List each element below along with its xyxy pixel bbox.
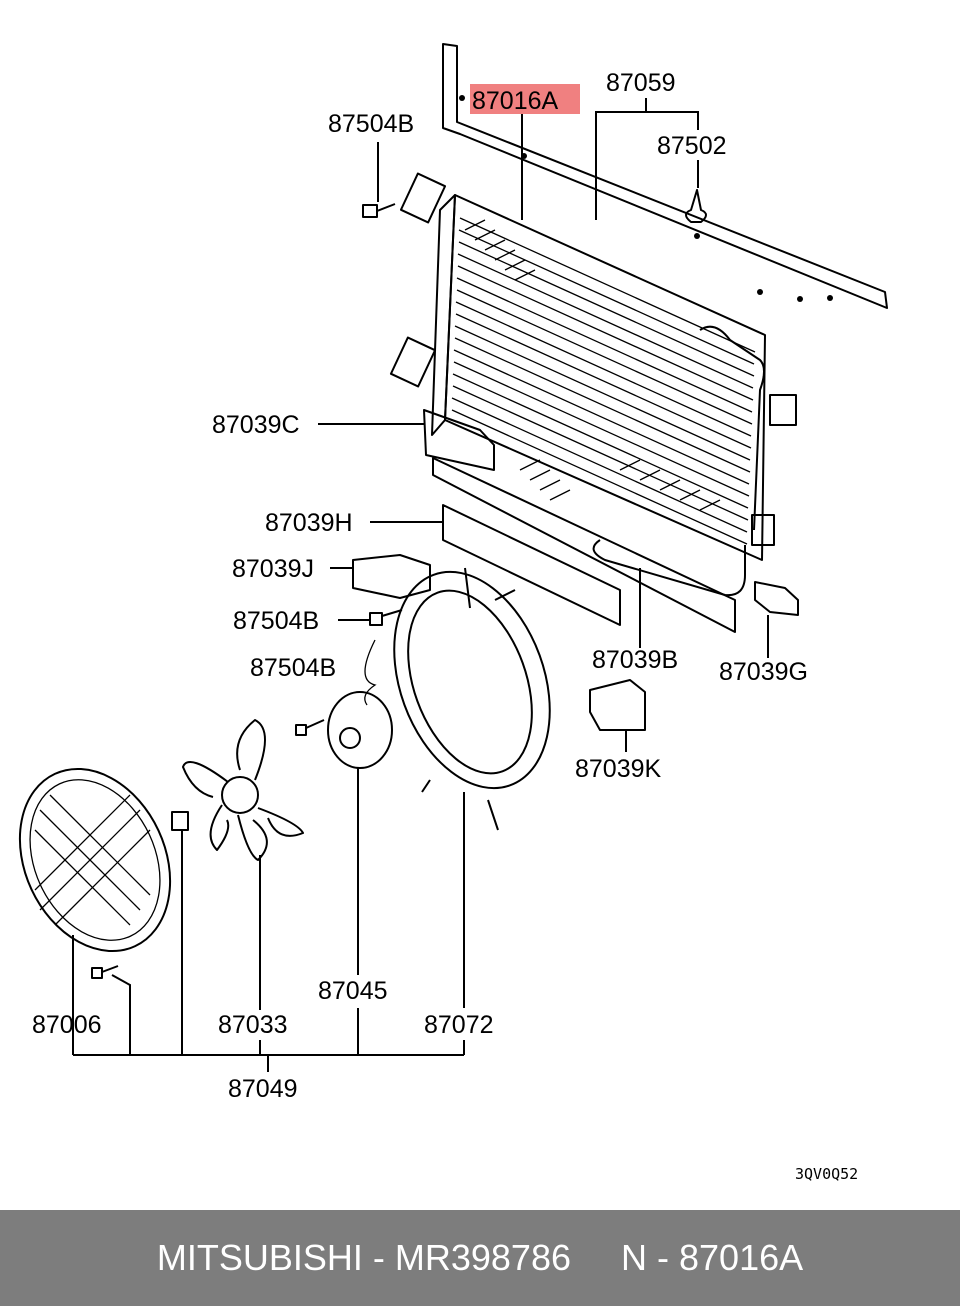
parts-diagram: 87016A 87059 87504B 87502 87039C 87039H … [18, 43, 888, 1183]
callout-87039K: 87039K [575, 755, 662, 783]
callout-87059: 87059 [606, 69, 676, 97]
callout-87039J: 87039J [232, 555, 314, 583]
callout-87502: 87502 [657, 132, 727, 160]
bolt-top [362, 203, 396, 218]
highlight-box [470, 84, 580, 114]
callout-87039H: 87039H [265, 509, 353, 537]
condenser [389, 172, 797, 597]
screw-guard [91, 965, 119, 979]
callout-87504B-top: 87504B [328, 110, 414, 138]
nut [171, 811, 189, 831]
callout-87039G: 87039G [719, 658, 808, 686]
callout-87016A: 87016A [472, 87, 559, 115]
fan-shroud [393, 567, 551, 831]
leader-lines [72, 98, 769, 1072]
callout-87006: 87006 [32, 1011, 102, 1039]
diagram-code: 3QV0Q52 [795, 1165, 858, 1183]
foam-pad-87039K [589, 679, 646, 731]
callout-87033: 87033 [218, 1011, 288, 1039]
foam-pad-87039J [352, 554, 431, 599]
spacer [571, 1237, 621, 1279]
ref-prefix: N - [621, 1237, 680, 1278]
part-number: MR398786 [394, 1237, 571, 1278]
callout-87039C: 87039C [212, 411, 300, 439]
brand-name: MITSUBISHI [156, 1237, 363, 1278]
callout-87045: 87045 [318, 977, 388, 1005]
callout-87072: 87072 [424, 1011, 494, 1039]
callout-87504B-low: 87504B [250, 654, 336, 682]
ref-code: 87016A [679, 1237, 804, 1278]
foam-pad-87039C [423, 409, 495, 471]
callout-87504B-mid: 87504B [233, 607, 319, 635]
fan-motor [327, 639, 393, 769]
foam-strip-87039B [432, 457, 736, 633]
callout-87049: 87049 [228, 1075, 298, 1103]
bolt-low [295, 719, 325, 736]
fan-blade [182, 719, 304, 861]
callout-87039B: 87039B [592, 646, 678, 674]
upper-bracket-bar [442, 43, 888, 309]
separator: - [362, 1237, 395, 1278]
fan-guard [18, 767, 172, 953]
clip-87502 [685, 189, 707, 223]
foam-pad-87039H [442, 504, 621, 626]
foam-pad-87039G [754, 581, 799, 616]
part-footer-bar: MITSUBISHI - MR398786 N - 87016A [0, 1210, 960, 1306]
